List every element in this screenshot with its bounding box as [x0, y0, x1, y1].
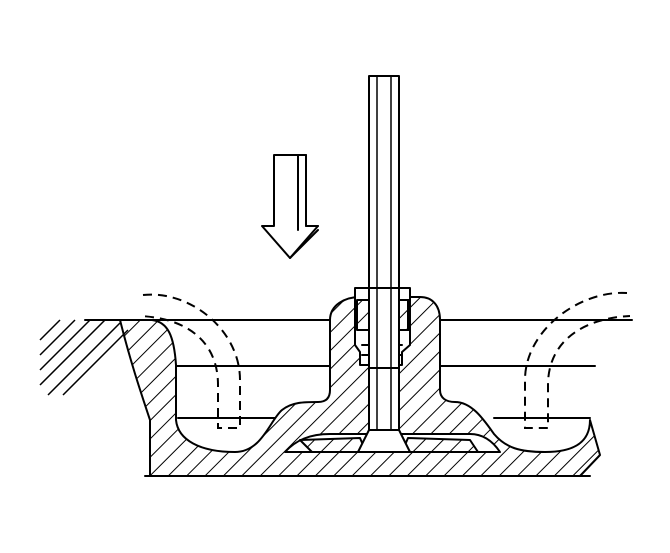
valve-guide-seal-tool: [354, 287, 411, 369]
cylinder-head-section: [119, 296, 601, 477]
valve-stem: [357, 75, 411, 453]
valve-spring-right: [524, 291, 631, 429]
outer-hatching-left: [39, 319, 129, 396]
deck-lines: [84, 319, 633, 477]
valve-seat-right: [401, 437, 479, 453]
valve-spring-left: [139, 293, 241, 429]
press-direction-arrow: [261, 154, 319, 259]
valve-seat: [299, 437, 367, 453]
